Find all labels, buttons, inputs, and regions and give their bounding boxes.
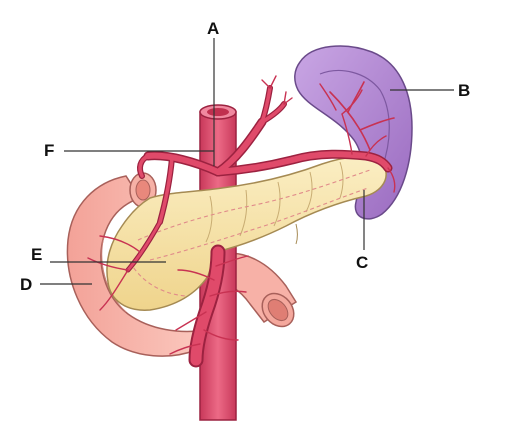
label-a: A <box>207 19 220 38</box>
label-b: B <box>458 81 471 100</box>
pancreas <box>106 156 387 311</box>
label-e: E <box>31 245 43 264</box>
label-c: C <box>356 253 369 272</box>
label-d: D <box>20 275 33 294</box>
leader-lines <box>40 38 454 285</box>
celiac-arteries <box>87 75 396 368</box>
label-f: F <box>44 141 55 160</box>
